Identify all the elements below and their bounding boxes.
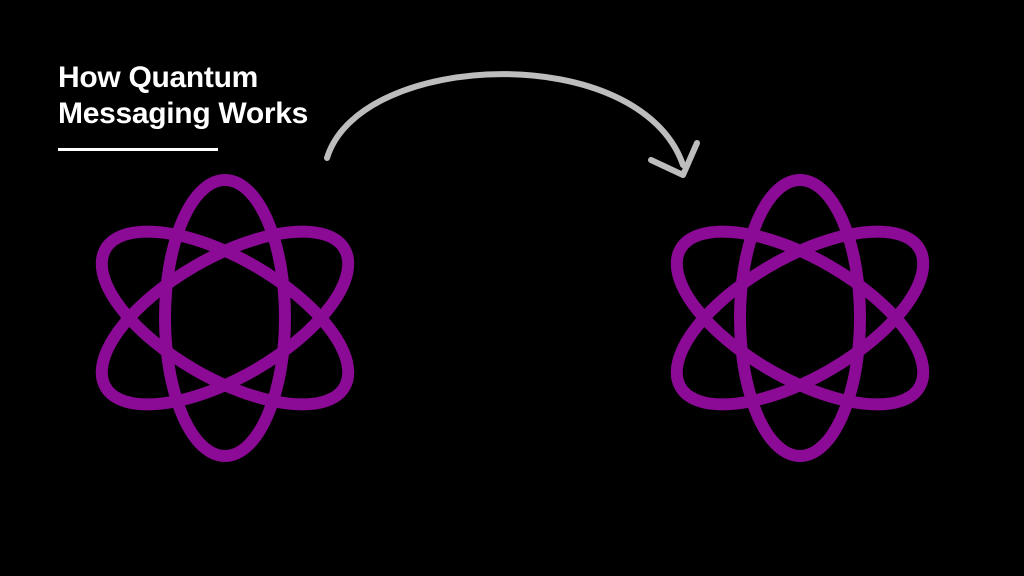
orbit-vertical — [734, 174, 866, 462]
orbit-diagonal-b — [95, 225, 355, 411]
curved-arrow-icon — [324, 71, 700, 178]
title-line-2: Messaging Works — [58, 97, 309, 130]
orbit-diagonal-b — [670, 225, 930, 411]
title-line-1: How Quantum — [58, 61, 259, 94]
orbit-vertical — [159, 174, 291, 462]
receiver-atom-icon — [670, 174, 930, 462]
arrow-head — [648, 140, 700, 178]
sender-atom-icon — [95, 174, 355, 462]
arrow-arc — [324, 71, 686, 168]
slide-title: How Quantum Messaging Works — [58, 60, 308, 132]
title-underline — [58, 148, 218, 151]
